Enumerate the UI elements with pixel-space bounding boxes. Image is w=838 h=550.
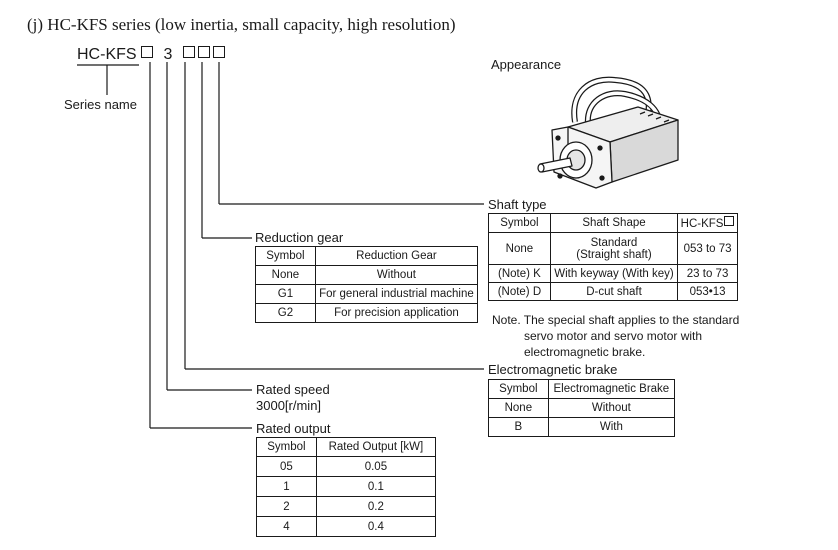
series-name-label: Series name xyxy=(64,97,137,112)
header-cell: Reduction Gear xyxy=(314,246,479,266)
header-cell: Shaft Shape xyxy=(549,213,679,233)
table-cell: 2 xyxy=(256,496,317,517)
rated-output-title: Rated output xyxy=(256,421,331,436)
code-box xyxy=(724,216,735,226)
table-cell: G2 xyxy=(255,303,316,323)
speed-digit: 3 xyxy=(163,46,173,63)
table-row: 1 0.1 xyxy=(256,476,437,497)
table-cell: None xyxy=(255,265,316,285)
shaft-note-line: servo motor and servo motor with xyxy=(524,329,703,343)
table-cell: 1 xyxy=(256,476,317,497)
rated-speed-value: 3000[r/min] xyxy=(256,398,322,413)
table-header-row: Symbol Electromagnetic Brake xyxy=(488,379,676,399)
shaft-code-box xyxy=(212,46,225,58)
table-cell: D-cut shaft xyxy=(549,282,679,301)
table-cell: 0.05 xyxy=(315,456,437,477)
table-cell: For general industrial machine xyxy=(314,284,479,304)
table-header-row: Symbol Reduction Gear xyxy=(255,246,479,266)
output-code-box xyxy=(141,46,154,58)
table-row: None Standard(Straight shaft) 053 to 73 xyxy=(488,232,738,265)
table-cell: For precision application xyxy=(314,303,479,323)
table-header-row: Symbol Shaft Shape HC-KFS xyxy=(488,213,738,233)
shaft-type-table: Symbol Shaft Shape HC-KFS None Standard(… xyxy=(488,213,738,301)
page-title: (j) HC-KFS series (low inertia, small ca… xyxy=(27,15,456,34)
table-row: G1 For general industrial machine xyxy=(255,284,479,304)
table-header-row: Symbol Rated Output [kW] xyxy=(256,437,437,457)
rated-speed-title: Rated speed xyxy=(256,382,330,397)
servo-motor-illustration xyxy=(537,76,679,189)
table-cell: Without xyxy=(547,398,676,418)
table-cell: (Note) K xyxy=(488,264,551,283)
table-row: None Without xyxy=(255,265,479,285)
reduction-gear-title: Reduction gear xyxy=(255,230,344,245)
table-cell: B xyxy=(488,417,549,437)
table-cell: G1 xyxy=(255,284,316,304)
header-cell: Symbol xyxy=(488,379,549,399)
table-cell: None xyxy=(488,398,549,418)
shaft-note: Note. The special shaft applies to the s… xyxy=(492,312,739,360)
reduction-gear-table: Symbol Reduction Gear None Without G1 Fo… xyxy=(255,246,479,323)
table-cell: Standard(Straight shaft) xyxy=(549,232,679,265)
header-cell: HC-KFS xyxy=(677,213,738,233)
table-row: None Without xyxy=(488,398,676,418)
table-cell: Without xyxy=(314,265,479,285)
header-cell: Symbol xyxy=(488,213,551,233)
table-cell: 0.4 xyxy=(315,516,437,537)
table-cell: 0.1 xyxy=(315,476,437,497)
header-cell: Symbol xyxy=(256,437,317,457)
table-cell: 0.2 xyxy=(315,496,437,517)
table-cell: None xyxy=(488,232,551,265)
shaft-note-line: Note. The special shaft applies to the s… xyxy=(492,313,740,327)
electromagnetic-brake-title: Electromagnetic brake xyxy=(488,362,618,377)
model-prefix: HC-KFS xyxy=(77,46,137,63)
table-cell: With keyway (With key) xyxy=(549,264,679,283)
table-cell: 23 to 73 xyxy=(677,264,738,283)
electromagnetic-brake-table: Symbol Electromagnetic Brake None Withou… xyxy=(488,379,676,437)
rated-output-table: Symbol Rated Output [kW] 05 0.05 1 0.1 2… xyxy=(256,437,437,537)
table-cell: 05 xyxy=(256,456,317,477)
table-row: B With xyxy=(488,417,676,437)
table-cell: 053 to 73 xyxy=(677,232,738,265)
table-cell: 053•13 xyxy=(677,282,738,301)
gear-code-box xyxy=(197,46,210,58)
table-row: (Note) K With keyway (With key) 23 to 73 xyxy=(488,264,738,283)
table-row: (Note) D D-cut shaft 053•13 xyxy=(488,282,738,301)
header-cell: Symbol xyxy=(255,246,316,266)
model-code: HC-KFS 3 xyxy=(77,46,225,64)
table-row: 4 0.4 xyxy=(256,516,437,537)
shaft-note-line: electromagnetic brake. xyxy=(524,345,646,359)
table-cell: 4 xyxy=(256,516,317,537)
table-row: 05 0.05 xyxy=(256,456,437,477)
header-cell: Rated Output [kW] xyxy=(315,437,437,457)
table-row: G2 For precision application xyxy=(255,303,479,323)
shaft-type-title: Shaft type xyxy=(488,197,547,212)
table-cell: With xyxy=(547,417,676,437)
brake-code-box xyxy=(182,46,195,58)
appearance-label: Appearance xyxy=(491,57,562,72)
header-cell: Electromagnetic Brake xyxy=(547,379,676,399)
table-cell: (Note) D xyxy=(488,282,551,301)
table-row: 2 0.2 xyxy=(256,496,437,517)
